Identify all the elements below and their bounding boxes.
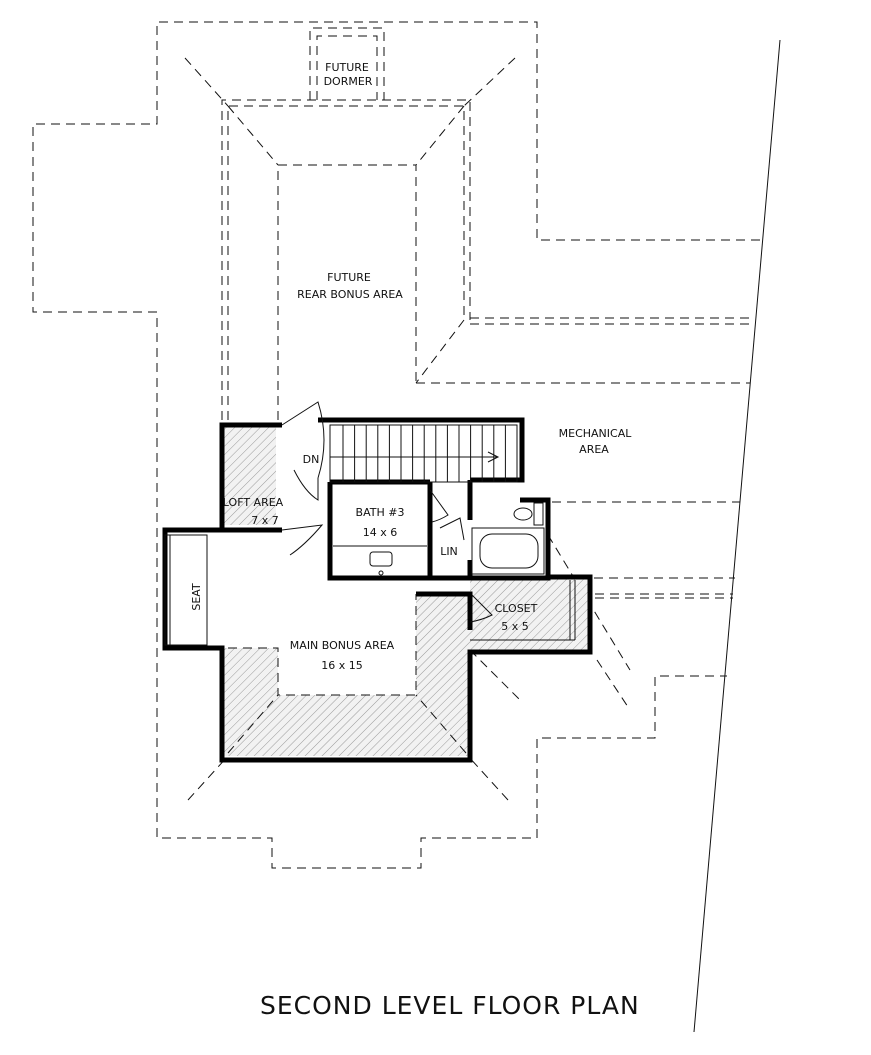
- rear-bonus-outline: [184, 57, 516, 420]
- stairs: [329, 424, 518, 483]
- closet-shelf: [470, 580, 576, 641]
- future-dormer-outline: [309, 27, 385, 100]
- dormer-label-1: FUTURE: [325, 61, 369, 74]
- mechanical-label-1: MECHANICAL: [559, 427, 633, 440]
- closet-label-2: 5 x 5: [501, 620, 529, 633]
- doors: [281, 401, 493, 623]
- room-labels: FUTURE DORMER FUTURE REAR BONUS AREA MEC…: [190, 61, 632, 672]
- bath-fixtures: [333, 502, 545, 576]
- closet-label-1: CLOSET: [495, 602, 538, 615]
- eave-hatching: [224, 425, 588, 756]
- bath-label-1: BATH #3: [356, 506, 405, 519]
- loft-label-2: 7 x 7: [251, 514, 279, 527]
- window-seat: [164, 534, 208, 646]
- lot-line: [693, 39, 781, 1033]
- stair-dn-label: DN: [303, 453, 320, 466]
- bath-label-2: 14 x 6: [363, 526, 398, 539]
- loft-label-1: LOFT AREA: [223, 496, 284, 509]
- plan-title: SECOND LEVEL FLOOR PLAN: [260, 991, 640, 1020]
- linen-label: LIN: [440, 545, 458, 558]
- rear-bonus-label-2: REAR BONUS AREA: [297, 288, 403, 301]
- main-bonus-label-1: MAIN BONUS AREA: [290, 639, 395, 652]
- mechanical-label-2: AREA: [579, 443, 609, 456]
- dormer-label-2: DORMER: [324, 75, 373, 88]
- main-bonus-label-2: 16 x 15: [321, 659, 363, 672]
- bonus-knee-wall: [187, 594, 521, 801]
- seat-label: SEAT: [190, 583, 203, 611]
- rear-bonus-label-1: FUTURE: [327, 271, 371, 284]
